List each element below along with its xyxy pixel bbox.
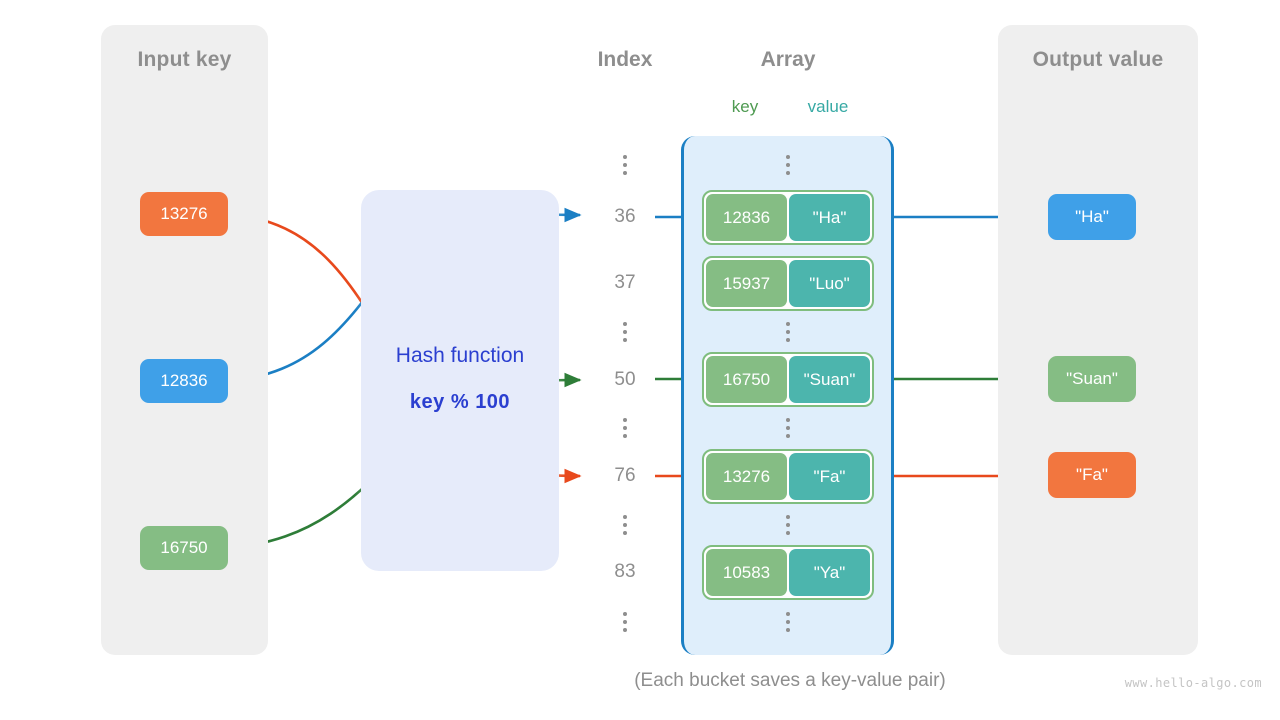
bucket-value-83: "Ya": [789, 549, 870, 596]
hash-function-formula: key % 100: [409, 391, 511, 413]
index-ellipsis-3: [615, 515, 635, 535]
array-ellipsis-0: [778, 155, 798, 175]
bucket-key-83: 10583: [706, 549, 787, 596]
bucket-key-37: 15937: [706, 260, 787, 307]
bucket-value-76: "Fa": [789, 453, 870, 500]
hash-function-box: [361, 190, 559, 571]
index-ellipsis-2: [615, 418, 635, 438]
index-label-37: 37: [614, 272, 636, 293]
array-column-title: Array: [760, 48, 816, 71]
input-panel-title: Input key: [137, 48, 232, 71]
output-panel-title: Output value: [1032, 48, 1164, 71]
input-key-chip-0[interactable]: 13276: [140, 192, 228, 236]
bucket-36[interactable]: 12836 "Ha": [702, 190, 874, 245]
array-ellipsis-3: [778, 515, 798, 535]
index-label-36: 36: [614, 206, 636, 227]
array-ellipsis-2: [778, 418, 798, 438]
array-ellipsis-4: [778, 612, 798, 632]
bucket-value-36: "Ha": [789, 194, 870, 241]
array-key-header: key: [731, 97, 759, 116]
input-key-chip-1[interactable]: 12836: [140, 359, 228, 403]
bucket-83[interactable]: 10583 "Ya": [702, 545, 874, 600]
bucket-value-50: "Suan": [789, 356, 870, 403]
index-label-83: 83: [614, 561, 636, 582]
output-value-chip-2[interactable]: "Fa": [1048, 452, 1136, 498]
index-column-title: Index: [597, 48, 653, 71]
index-label-76: 76: [614, 465, 636, 486]
bucket-76[interactable]: 13276 "Fa": [702, 449, 874, 504]
bucket-value-37: "Luo": [789, 260, 870, 307]
array-value-header: value: [807, 97, 849, 116]
index-ellipsis-4: [615, 612, 635, 632]
bucket-key-36: 12836: [706, 194, 787, 241]
output-value-chip-0[interactable]: "Ha": [1048, 194, 1136, 240]
output-value-panel: [998, 25, 1198, 655]
bucket-key-76: 13276: [706, 453, 787, 500]
output-value-chip-1[interactable]: "Suan": [1048, 356, 1136, 402]
bucket-50[interactable]: 16750 "Suan": [702, 352, 874, 407]
input-key-chip-2[interactable]: 16750: [140, 526, 228, 570]
index-ellipsis-0: [615, 155, 635, 175]
array-ellipsis-1: [778, 322, 798, 342]
bucket-37[interactable]: 15937 "Luo": [702, 256, 874, 311]
index-label-50: 50: [614, 369, 636, 390]
diagram-caption: (Each bucket saves a key-value pair): [634, 670, 946, 691]
site-watermark: www.hello-algo.com: [1124, 676, 1262, 690]
index-ellipsis-1: [615, 322, 635, 342]
hash-function-title: Hash function: [395, 344, 525, 367]
bucket-key-50: 16750: [706, 356, 787, 403]
